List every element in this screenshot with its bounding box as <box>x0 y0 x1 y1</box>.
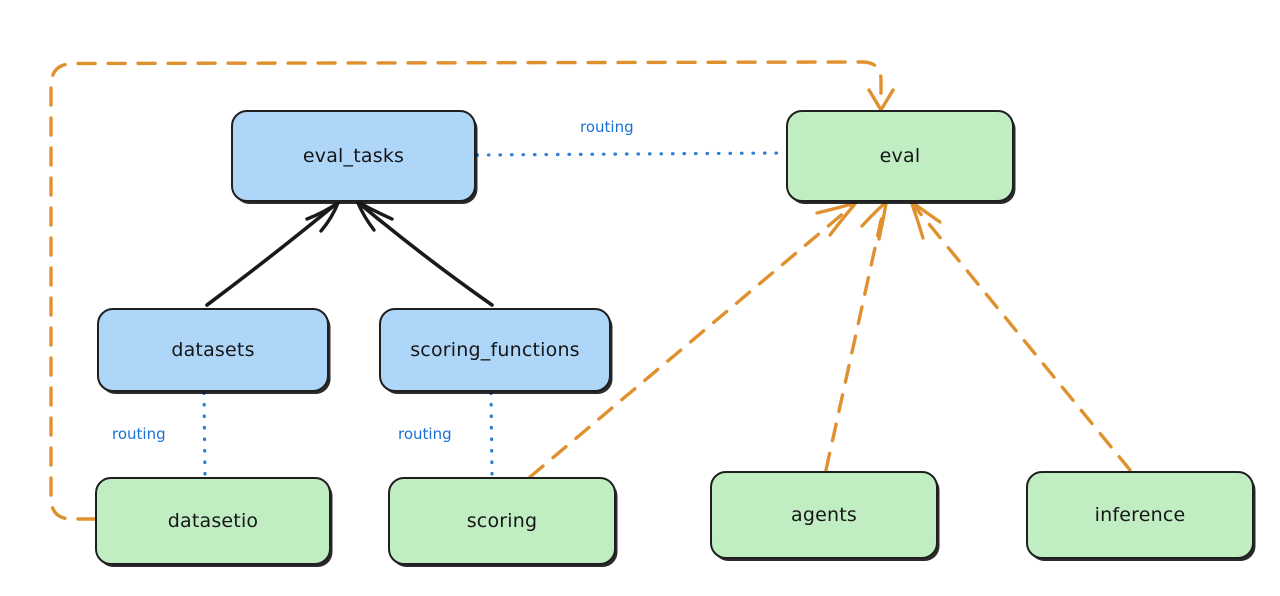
edge-agents-eval <box>824 201 888 472</box>
node-label: datasetio <box>167 510 259 532</box>
node-inference[interactable]: inference <box>1026 471 1254 559</box>
edge-datasets-datasetio <box>202 391 207 478</box>
node-label: scoring_functions <box>410 339 580 361</box>
edge-inference-eval <box>910 201 1132 472</box>
edge-label-routing-eval: routing <box>580 118 634 136</box>
node-agents[interactable]: agents <box>710 471 938 559</box>
node-label: agents <box>791 504 857 526</box>
edge-scoring_functions-scoring <box>489 391 494 478</box>
node-scoring[interactable]: scoring <box>388 477 616 565</box>
node-eval[interactable]: eval <box>786 110 1014 202</box>
node-scoring-functions[interactable]: scoring_functions <box>379 308 611 392</box>
node-label: inference <box>1094 504 1186 526</box>
node-label: scoring <box>466 510 538 532</box>
edge-eval_tasks-eval <box>475 151 786 157</box>
node-datasets[interactable]: datasets <box>97 308 329 392</box>
edge-datasets-eval_tasks <box>205 200 341 307</box>
edge-label-routing-datasetio: routing <box>112 425 166 443</box>
edge-scoring_functions-eval_tasks <box>356 200 494 307</box>
node-label: eval_tasks <box>302 145 405 167</box>
node-datasetio[interactable]: datasetio <box>95 477 331 565</box>
node-label: datasets <box>171 339 255 361</box>
node-label: eval <box>879 145 921 167</box>
edge-label-routing-scoring: routing <box>398 425 452 443</box>
node-eval-tasks[interactable]: eval_tasks <box>231 110 476 202</box>
